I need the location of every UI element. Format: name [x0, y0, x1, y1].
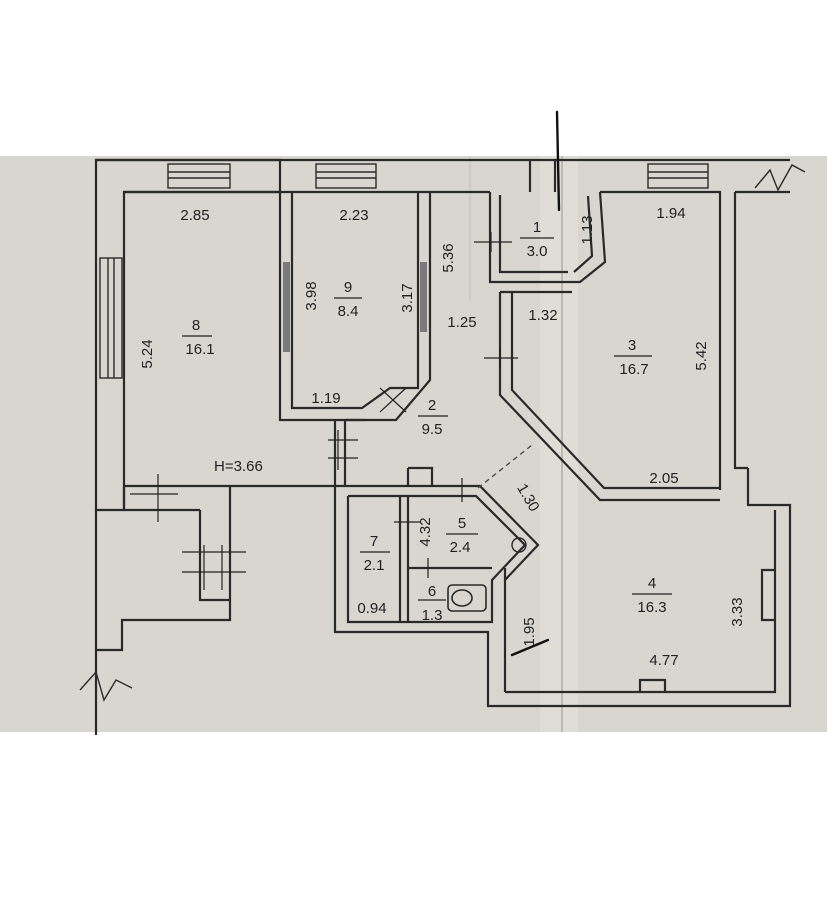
- break-line-right: [754, 164, 806, 192]
- dim-1-25: 1.25: [447, 314, 476, 331]
- ink-mark-top: [555, 110, 561, 212]
- dim-1-19: 1.19: [311, 390, 340, 407]
- dim-0-94: 0.94: [357, 600, 386, 617]
- room-9-number: 9: [344, 279, 352, 296]
- break-line-left: [79, 670, 133, 702]
- ink-mark-bottom: [510, 638, 550, 657]
- dim-5-36: 5.36: [440, 243, 457, 272]
- wall-hatch: [283, 262, 290, 352]
- dim-2-85: 2.85: [180, 207, 209, 224]
- room-3-number: 3: [628, 337, 636, 354]
- room-7-number: 7: [370, 533, 378, 550]
- room-labels: 8 16.1 9 8.4 1 3.0 3 16.7 2 9.5 5 2.4 7 …: [182, 219, 672, 624]
- dim-1-13: 1.13: [579, 215, 596, 244]
- room-4-number: 4: [648, 575, 656, 592]
- dim-3-17: 3.17: [399, 283, 416, 312]
- window-top-right: [647, 163, 709, 189]
- room-1-area: 3.0: [527, 243, 548, 260]
- room-9-area: 8.4: [338, 303, 359, 320]
- dim-1-94: 1.94: [656, 205, 685, 222]
- wall-hatch-2: [420, 262, 427, 332]
- outer-walls: [94, 158, 792, 735]
- dim-4-77: 4.77: [649, 652, 678, 669]
- room-8-number: 8: [192, 317, 200, 334]
- interior-walls: [278, 160, 720, 624]
- dim-2-05: 2.05: [649, 470, 678, 487]
- windows: [99, 163, 709, 379]
- room-6-area: 1.3: [422, 607, 443, 624]
- room-1-number: 1: [533, 219, 541, 236]
- room-7-area: 2.1: [364, 557, 385, 574]
- room-6-number: 6: [428, 583, 436, 600]
- room-8-area: 16.1: [185, 341, 214, 358]
- dim-1-32: 1.32: [528, 307, 557, 324]
- dim-5-42: 5.42: [693, 341, 710, 370]
- dim-2-23: 2.23: [339, 207, 368, 224]
- dim-5-24: 5.24: [139, 339, 156, 368]
- dashed-boundary: [477, 444, 533, 489]
- room-5-number: 5: [458, 515, 466, 532]
- dim-1-95: 1.95: [521, 617, 538, 646]
- room-4-area: 16.3: [637, 599, 666, 616]
- dim-3-33: 3.33: [729, 597, 746, 626]
- window-top-middle: [315, 163, 377, 189]
- doors: [130, 232, 518, 590]
- dim-4-32: 4.32: [417, 517, 434, 546]
- window-top-left: [167, 163, 231, 189]
- room-3-area: 16.7: [619, 361, 648, 378]
- room-2-area: 9.5: [422, 421, 443, 438]
- dim-3-98: 3.98: [303, 281, 320, 310]
- toilet-fixture: [447, 584, 487, 612]
- room-2-number: 2: [428, 397, 436, 414]
- window-left: [99, 257, 123, 379]
- paper-sheet: [0, 156, 827, 732]
- room-5-area: 2.4: [450, 539, 471, 556]
- ceiling-height-note: H=3.66: [214, 458, 263, 475]
- sink-fixture: [511, 537, 527, 553]
